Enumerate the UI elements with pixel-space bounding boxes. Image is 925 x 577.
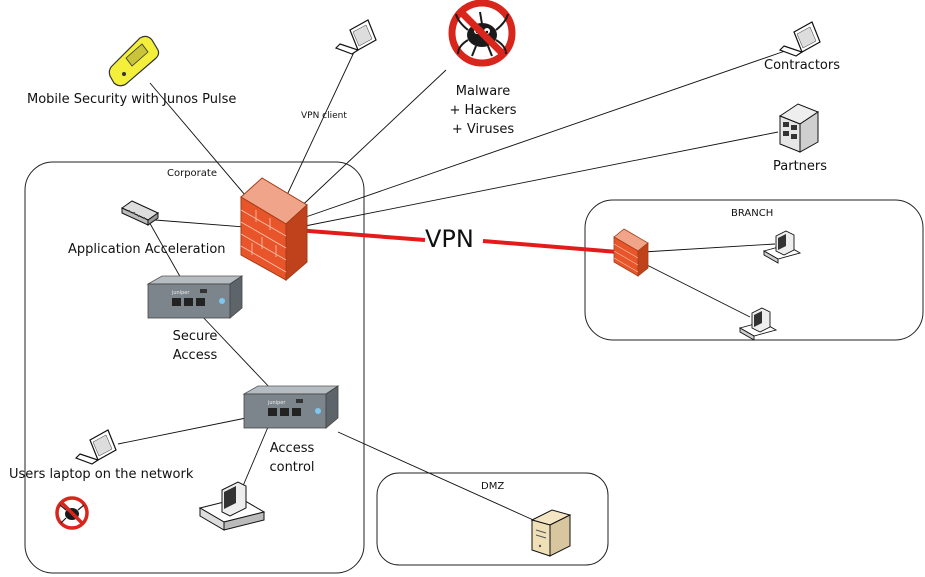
link-malware-firewall xyxy=(291,69,447,216)
vpn-client-label: VPN client xyxy=(301,111,347,121)
branch-pc1-icon xyxy=(762,230,802,264)
secure-access-appliance-icon: juniper xyxy=(146,275,244,319)
link-vpnclient-firewall xyxy=(279,49,356,211)
secure-access-brand: juniper xyxy=(171,290,190,296)
access-control-brand: juniper xyxy=(267,400,286,406)
vpn-client-laptop-icon xyxy=(334,19,377,55)
contractors-label: Contractors xyxy=(764,58,840,73)
link-branchfw-pc2 xyxy=(644,263,751,318)
access-control-label: Access control xyxy=(262,439,322,477)
branch-zone-label: BRANCH xyxy=(731,208,774,219)
link-partners-firewall xyxy=(304,131,779,227)
users-laptop-icon xyxy=(74,429,117,465)
branch-pc2-icon xyxy=(738,307,778,341)
malware-label-line2: + Hackers xyxy=(449,103,517,118)
secure-access-label: Secure Access xyxy=(165,327,225,365)
application-acceleration-icon xyxy=(121,200,159,226)
corporate-zone-label: Corporate xyxy=(167,168,217,179)
vpn-tunnel-right xyxy=(482,239,631,255)
link-accesscontrol-dmz xyxy=(337,431,541,524)
link-appaccel-secure xyxy=(147,219,183,281)
users-laptop-label: Users laptop on the network xyxy=(9,467,194,482)
link-mobile-firewall xyxy=(149,82,263,216)
corporate-firewall-icon xyxy=(240,177,308,282)
partners-label: Partners xyxy=(773,159,828,174)
secure-access-label-line1: Secure xyxy=(172,329,218,344)
malware-label: Malware + Hackers + Viruses xyxy=(433,82,533,139)
malware-label-line1: Malware xyxy=(455,84,511,99)
access-control-label-line1: Access xyxy=(269,441,315,456)
partners-server-icon xyxy=(778,103,820,153)
link-laptop-accesscontrol xyxy=(117,417,247,445)
vpn-label: VPN xyxy=(425,225,474,253)
link-branchfw-pc1 xyxy=(642,243,776,253)
malware-label-line3: + Viruses xyxy=(451,122,515,137)
branch-firewall-icon xyxy=(613,228,649,277)
small-malware-icon xyxy=(55,496,89,530)
access-control-appliance-icon: juniper xyxy=(242,385,340,429)
dmz-zone xyxy=(376,472,609,566)
secure-access-label-line2: Access xyxy=(172,348,218,363)
mobile-phone-icon xyxy=(108,35,160,87)
corporate-zone xyxy=(24,161,365,574)
link-contractors-firewall xyxy=(299,49,789,220)
application-acceleration-label: Application Acceleration xyxy=(68,242,226,257)
access-control-label-line2: control xyxy=(269,460,315,475)
desktop-pc-icon xyxy=(198,481,266,531)
mobile-security-label: Mobile Security with Junos Pulse xyxy=(27,92,237,107)
dmz-server-icon xyxy=(530,509,572,557)
contractors-laptop-icon xyxy=(778,21,821,57)
link-secure-accesscontrol xyxy=(199,313,273,391)
dmz-zone-label: DMZ xyxy=(481,481,505,492)
malware-icon xyxy=(448,0,516,67)
link-desktop-accesscontrol xyxy=(239,426,269,494)
